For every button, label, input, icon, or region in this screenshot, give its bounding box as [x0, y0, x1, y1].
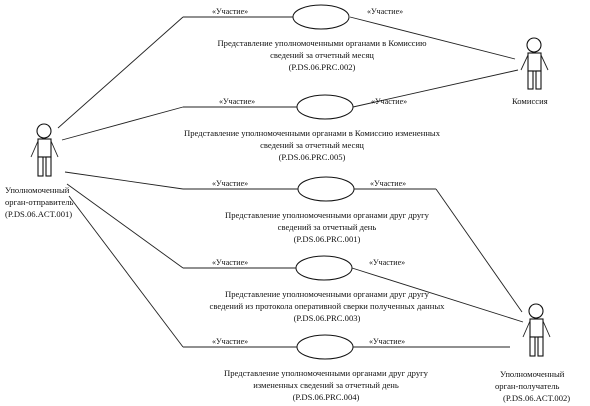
assoc-line-sender-prc001[interactable] — [64, 171, 184, 190]
use-case-prc-001-line-3: (P.DS.06.PRC.001) — [294, 234, 361, 244]
use-case-prc-002-line-3: (P.DS.06.PRC.002) — [289, 62, 356, 72]
actor-commission-line-1: Комиссия — [512, 96, 548, 106]
use-case-prc-005-line-1: Представление уполномоченными органами в… — [184, 128, 441, 138]
actor-receiver-line-3: (P.DS.06.ACT.002) — [503, 393, 570, 403]
assoc-line-prc005-commission[interactable] — [352, 69, 519, 108]
use-case-labels: Представление уполномоченными органами в… — [184, 38, 445, 402]
assoc-line-prc001-receiver-diag[interactable] — [435, 188, 523, 313]
actor-commission[interactable]: Комиссия — [512, 37, 549, 106]
assoc-line-prc003-receiver[interactable] — [351, 267, 524, 323]
actor-receiver-line-1: Уполномоченный — [500, 369, 565, 379]
use-case-prc-002-line-2: сведений за отчетный месяц — [270, 50, 374, 60]
use-case-prc-003-line-1: Представление уполномоченными органами д… — [225, 289, 430, 299]
use-case-prc-002-ellipse[interactable] — [292, 4, 350, 30]
actor-sender[interactable]: Уполномоченный орган-отправитель (P.DS.0… — [5, 123, 74, 219]
assoc-label: «Участие» — [367, 7, 403, 16]
actor-receiver[interactable]: Уполномоченный орган-получатель (P.DS.06… — [495, 303, 570, 403]
use-case-ellipses — [292, 4, 355, 360]
assoc-label: «Участие» — [370, 179, 406, 188]
use-case-prc-003-line-3: (P.DS.06.PRC.003) — [294, 313, 361, 323]
assoc-label: «Участие» — [212, 258, 248, 267]
actor-commission-icon — [520, 37, 549, 90]
actor-receiver-icon — [522, 303, 551, 357]
stereotype-labels: «Участие» «Участие» «Участие» «Участие» … — [212, 7, 407, 346]
use-case-prc-003-line-2: сведений из протокола оперативной сверки… — [210, 301, 446, 311]
use-case-prc-004-line-3: (P.DS.06.PRC.004) — [293, 392, 360, 402]
assoc-label: «Участие» — [369, 337, 405, 346]
assoc-label: «Участие» — [219, 97, 255, 106]
use-case-prc-004-line-2: измененных сведений за отчетный день — [253, 380, 399, 390]
actor-sender-line-1: Уполномоченный — [5, 185, 70, 195]
actor-sender-line-2: орган-отправитель — [5, 197, 74, 207]
assoc-label: «Участие» — [212, 337, 248, 346]
assoc-label: «Участие» — [212, 7, 248, 16]
use-case-prc-005-line-2: сведений за отчетный месяц — [260, 140, 364, 150]
actor-sender-icon — [30, 123, 59, 177]
use-case-prc-005-line-3: (P.DS.06.PRC.005) — [279, 152, 346, 162]
assoc-line-prc002-commission[interactable] — [349, 16, 516, 60]
use-case-prc-005-ellipse[interactable] — [296, 94, 354, 120]
assoc-label: «Участие» — [212, 179, 248, 188]
actor-receiver-line-2: орган-получатель — [495, 381, 560, 391]
use-case-prc-002-line-1: Представление уполномоченными органами в… — [217, 38, 427, 48]
use-case-prc-001-line-2: сведений за отчетный день — [278, 222, 377, 232]
use-case-prc-003-ellipse[interactable] — [295, 255, 353, 281]
assoc-line-sender-prc005[interactable] — [61, 106, 184, 141]
actor-sender-line-3: (P.DS.06.ACT.001) — [5, 209, 72, 219]
assoc-line-sender-prc002[interactable] — [57, 16, 184, 129]
assoc-label: «Участие» — [369, 258, 405, 267]
assoc-line-sender-prc003[interactable] — [66, 183, 184, 269]
use-case-prc-004-line-1: Представление уполномоченными органами д… — [224, 368, 429, 378]
association-lines — [57, 16, 524, 348]
use-case-prc-001-line-1: Представление уполномоченными органами д… — [225, 210, 430, 220]
assoc-label: «Участие» — [371, 97, 407, 106]
use-case-prc-004-ellipse[interactable] — [296, 334, 354, 360]
assoc-line-sender-prc004[interactable] — [68, 195, 184, 348]
use-case-prc-001-ellipse[interactable] — [297, 176, 355, 202]
